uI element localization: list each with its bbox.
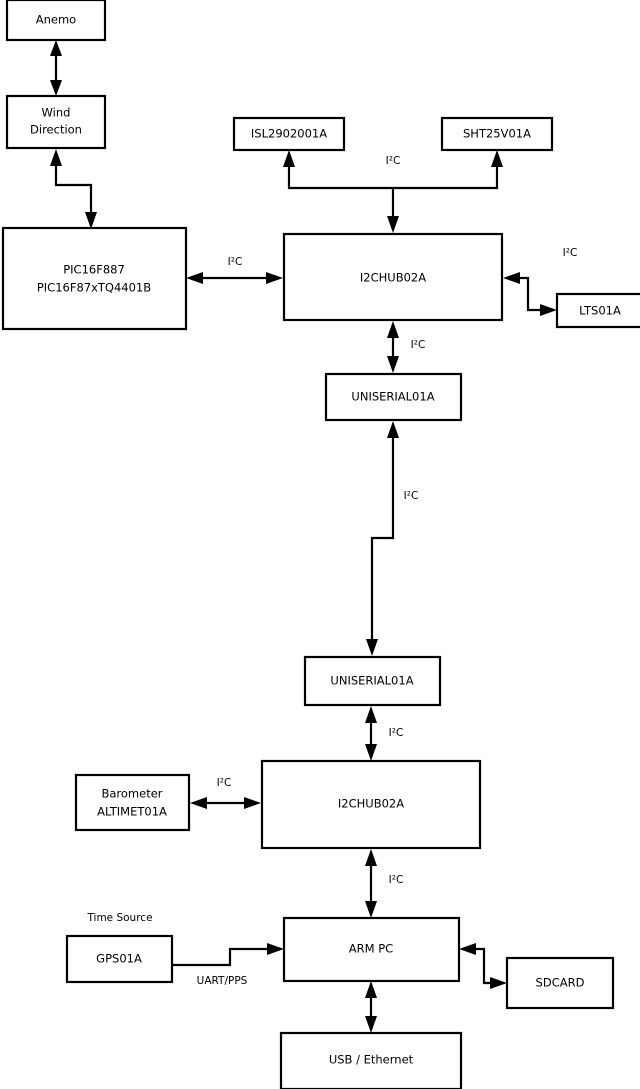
arrow-head-up-icon [50, 149, 62, 166]
edge-label-hub-to-uniserial-top: I²C [411, 339, 426, 351]
node-label-uniserial01a-top: UNISERIAL01A [351, 390, 434, 404]
edge-label-gps-to-armpc: UART/PPS [197, 975, 248, 987]
node-arm-pc[interactable]: ARM PC [282, 916, 461, 983]
node-sdcard[interactable]: SDCARD [505, 956, 615, 1010]
arrow-head-left-icon [503, 272, 520, 284]
node-sht25v01a[interactable]: SHT25V01A [440, 116, 554, 152]
arrow-head-up-icon [387, 321, 399, 338]
node-pic-mcu[interactable]: PIC16F887 PIC16F87xTQ4401B [1, 226, 188, 331]
node-label-pic-line2: PIC16F87xTQ4401B [37, 281, 151, 295]
node-label-sdcard: SDCARD [536, 976, 585, 990]
node-anemo[interactable]: Anemo [5, 0, 107, 42]
arrow-head-right-icon [266, 272, 283, 284]
node-i2chub02a-top[interactable]: I2CHUB02A [282, 232, 504, 322]
node-label-isl2902001a: ISL2902001A [251, 127, 327, 141]
node-lts01a[interactable]: LTS01A [555, 292, 640, 329]
edge-label-hub-to-lts: I²C [563, 247, 578, 259]
edge-uniserial-bottom-hub-bottom [365, 706, 377, 761]
arrow-head-up-icon [365, 706, 377, 723]
node-uniserial01a-bottom[interactable]: UNISERIAL01A [303, 655, 442, 707]
node-isl2902001a[interactable]: ISL2902001A [232, 116, 346, 152]
arrow-head-right-icon [267, 943, 284, 955]
node-label-i2chub02a-top: I2CHUB02A [360, 271, 426, 285]
edge-anemo-wind-direction [50, 40, 62, 96]
node-label-gps01a: GPS01A [96, 952, 142, 966]
node-usb-ethernet[interactable]: USB / Ethernet [279, 1031, 463, 1089]
arrow-head-right-icon [540, 304, 557, 316]
node-label-wind-direction-line1: Wind [42, 106, 71, 120]
node-label-arm-pc: ARM PC [349, 942, 393, 956]
node-label-anemo: Anemo [36, 13, 76, 27]
node-label-pic-line1: PIC16F887 [63, 263, 125, 277]
node-uniserial01a-top[interactable]: UNISERIAL01A [324, 372, 463, 422]
edge-label-hub-to-armpc: I²C [389, 874, 404, 886]
edge-hub-top-uniserial-top [387, 321, 399, 373]
edge-pic-wind-direction [50, 149, 97, 229]
node-label-barometer-line2: ALTIMET01A [97, 805, 167, 819]
arrow-head-up-icon [365, 849, 377, 866]
node-label-i2chub02a-bottom: I2CHUB02A [338, 797, 404, 811]
node-label-usb-ethernet: USB / Ethernet [329, 1053, 414, 1067]
edge-label-uniserial-bottom-to-hub: I²C [389, 727, 404, 739]
node-barometer-altimet01a[interactable]: Barometer ALTIMET01A [74, 773, 191, 832]
node-i2chub02a-bottom[interactable]: I2CHUB02A [260, 759, 482, 850]
arrow-head-right-icon [490, 977, 507, 989]
arrow-head-down-icon [387, 356, 399, 373]
edge-label-uniserial-link: I²C [404, 490, 419, 502]
edge-pic-hub-top [186, 272, 283, 284]
node-wind-direction[interactable]: Wind Direction [5, 94, 107, 150]
arrow-head-down-icon [365, 1016, 377, 1033]
edge-uniserial-link [366, 421, 399, 656]
arrow-head-left-icon [186, 272, 203, 284]
arrow-head-down-icon [365, 744, 377, 761]
node-label-wind-direction-line2: Direction [30, 123, 82, 137]
arrow-head-left-icon [459, 943, 476, 955]
edge-armpc-sdcard [459, 943, 507, 989]
edge-hub-top-lts [503, 272, 557, 316]
node-label-uniserial01a-bottom: UNISERIAL01A [330, 674, 413, 688]
arrow-head-up-icon [283, 150, 295, 167]
arrow-head-down-icon [85, 212, 97, 229]
edge-barometer-hub-bottom [190, 797, 261, 809]
node-gps01a[interactable]: GPS01A [65, 934, 174, 984]
label-time-source: Time Source [86, 912, 152, 924]
edge-hub-bottom-armpc [365, 849, 377, 918]
arrow-head-up-icon [365, 981, 377, 998]
edge-label-isl-sht-bus: I²C [386, 155, 401, 167]
edge-label-pic-to-hub: I²C [228, 256, 243, 268]
node-label-lts01a: LTS01A [579, 304, 621, 318]
arrow-head-up-icon [491, 150, 503, 167]
edge-armpc-usb-ethernet [365, 981, 377, 1033]
arrow-head-down-icon [366, 639, 378, 656]
arrow-head-up-icon [387, 421, 399, 438]
edge-label-barometer-to-hub: I²C [217, 777, 232, 789]
arrow-head-left-icon [190, 797, 207, 809]
arrow-head-down-icon [365, 901, 377, 918]
arrow-head-up-icon [50, 40, 62, 56]
arrow-head-right-icon [244, 797, 261, 809]
node-label-barometer-line1: Barometer [101, 787, 162, 801]
edge-hub-isl-sht-bus [283, 150, 503, 233]
arrow-head-down-icon [50, 80, 62, 96]
node-label-sht25v01a: SHT25V01A [463, 127, 531, 141]
arrow-head-down-icon [387, 216, 399, 233]
edge-gps-armpc [172, 943, 284, 967]
